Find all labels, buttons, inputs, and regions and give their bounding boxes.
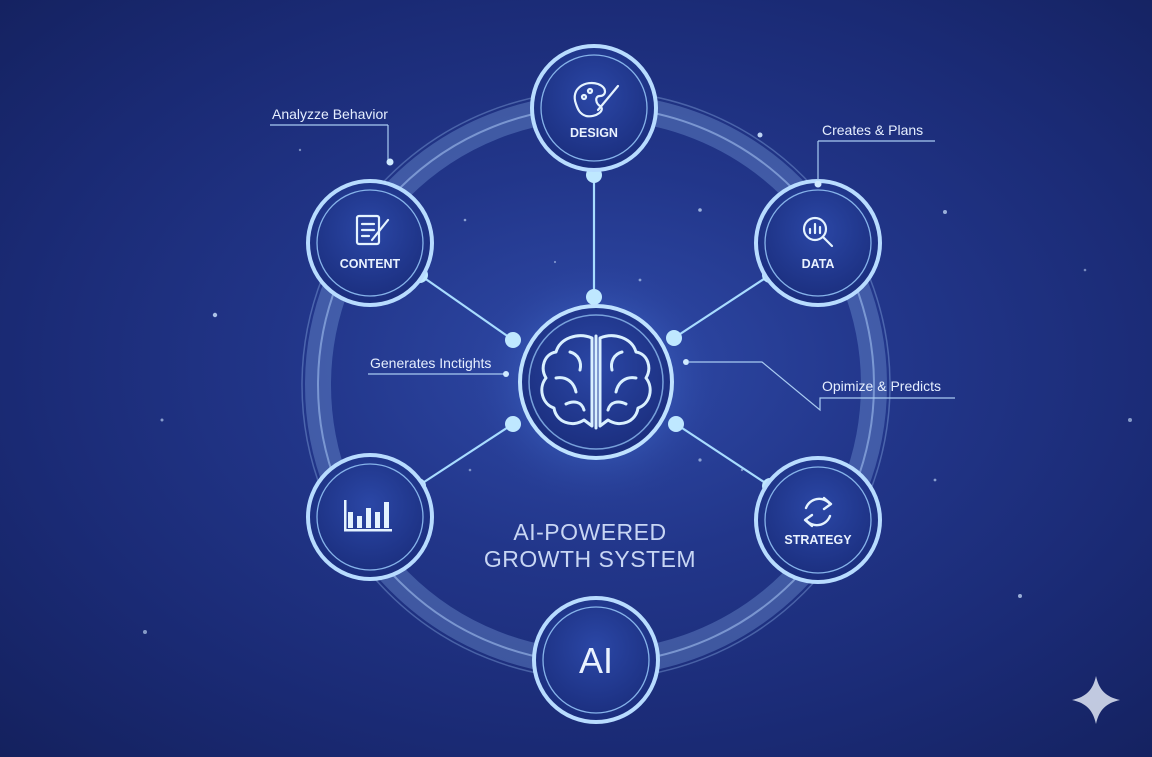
node-strategy: STRATEGY: [754, 456, 882, 584]
node-data-label: DATA: [802, 257, 835, 271]
callout-creates: Creates & Plans: [814, 122, 935, 188]
palette-icon: [573, 81, 620, 118]
callout-analyze-text: Analyzze Behavior: [272, 106, 388, 122]
brain-icon: [540, 334, 652, 430]
callout-analyze: Analyzze Behavior: [270, 106, 394, 166]
node-design: DESIGN: [530, 44, 658, 172]
node-data: DATA: [754, 179, 882, 307]
node-content-label: CONTENT: [340, 257, 401, 271]
connector-lines: [417, 175, 771, 487]
callout-creates-text: Creates & Plans: [822, 122, 923, 138]
system-title: AI-POWERED GROWTH SYSTEM: [484, 519, 696, 572]
title-line-1: AI-POWERED: [513, 519, 666, 545]
magnifier-chart-icon: [802, 216, 834, 248]
sparkle-icon: [1072, 676, 1120, 724]
node-content: CONTENT: [306, 179, 434, 307]
callout-generates-text: Generates Inctights: [370, 355, 491, 371]
node-ai: AI: [532, 596, 660, 724]
node-design-label: DESIGN: [570, 126, 618, 140]
node-strategy-label: STRATEGY: [784, 533, 852, 547]
callout-optimize-text: Opimize & Predicts: [822, 378, 941, 394]
node-analytics: [306, 453, 434, 581]
center-hub: [518, 304, 674, 460]
bar-chart-icon: [344, 500, 392, 532]
document-pen-icon: [355, 214, 390, 246]
callout-optimize: Opimize & Predicts: [683, 359, 955, 412]
node-ai-label: AI: [579, 640, 613, 681]
title-line-2: GROWTH SYSTEM: [484, 546, 696, 572]
callout-generates: Generates Inctights: [368, 355, 509, 377]
cycle-arrows-icon: [803, 496, 833, 528]
